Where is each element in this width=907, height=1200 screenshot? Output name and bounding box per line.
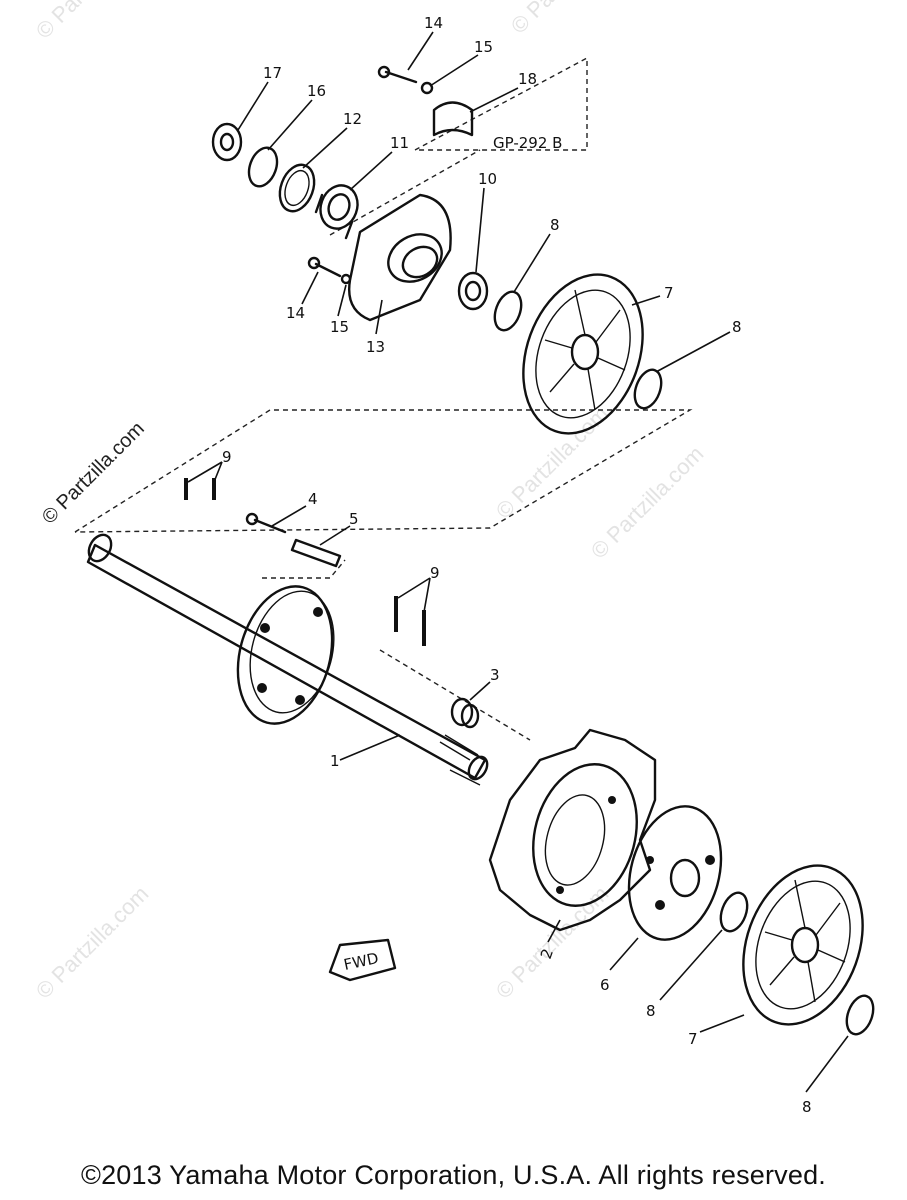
spacer-8-top-right <box>633 368 663 410</box>
circlip-12 <box>278 163 316 213</box>
fwd-label: FWD <box>342 949 380 974</box>
sprocket-flange <box>236 585 335 725</box>
watermark: © Partzilla.com <box>31 0 154 44</box>
clamp-18 <box>432 101 474 137</box>
oil-seal-10 <box>457 271 489 311</box>
callout-14: 14 <box>424 14 443 32</box>
sprocket-2 <box>488 728 657 932</box>
bracket-5 <box>290 538 342 568</box>
pin-9-left <box>184 478 216 500</box>
callout-17: 17 <box>263 64 282 82</box>
watermark: © Partzilla.com <box>31 881 154 1004</box>
spacer-8-mid <box>719 891 749 933</box>
washer-15-lower <box>340 273 352 285</box>
callout-8: 8 <box>550 216 560 234</box>
callout-8: 8 <box>732 318 742 336</box>
callout-15: 15 <box>474 38 493 56</box>
leader-lines <box>187 31 849 1093</box>
pin-9-right <box>394 596 426 646</box>
spacer-8-top <box>493 290 523 332</box>
bolt-14-top <box>377 65 418 84</box>
bearing-11 <box>314 184 359 240</box>
watermark: © Partzilla.com <box>38 418 149 529</box>
bearing-housing-13 <box>348 193 452 322</box>
callout-labels: 14 15 18 17 16 12 11 10 8 7 8 14 15 13 9… <box>222 14 812 1116</box>
watermark: © Partzilla.com <box>506 0 629 39</box>
callout-12: 12 <box>343 110 362 128</box>
assembly-guide-lines <box>74 56 693 741</box>
bolt-14-lower <box>307 256 342 278</box>
seal-17 <box>211 122 243 162</box>
shaft-1 <box>86 533 489 786</box>
callout-16: 16 <box>307 82 326 100</box>
callout-3: 3 <box>490 666 500 684</box>
bolt-4 <box>245 512 287 534</box>
callout-18: 18 <box>518 70 537 88</box>
watermark: © Partzilla.com <box>586 441 709 564</box>
washer-15-top <box>420 81 434 95</box>
callout-9: 9 <box>430 564 440 582</box>
callout-7: 7 <box>688 1030 698 1048</box>
callout-8: 8 <box>646 1002 656 1020</box>
callout-10: 10 <box>478 170 497 188</box>
spacer-8-bottom <box>845 994 875 1036</box>
fwd-direction-arrow: FWD <box>328 938 397 982</box>
callout-1: 1 <box>330 752 340 770</box>
callout-13: 13 <box>366 338 385 356</box>
sprocket-plate-6 <box>627 805 723 941</box>
wheel-7-top <box>522 273 644 435</box>
callout-6: 6 <box>600 976 610 994</box>
watermark: © Partzilla.com <box>491 401 614 524</box>
copyright-notice: ©2013 Yamaha Motor Corporation, U.S.A. A… <box>80 1160 827 1190</box>
wheel-7-bottom <box>742 864 864 1026</box>
callout-15: 15 <box>330 318 349 336</box>
callout-14: 14 <box>286 304 305 322</box>
collar-3 <box>450 697 480 729</box>
watermark: © Partzilla.com <box>491 881 614 1004</box>
callout-11: 11 <box>390 134 409 152</box>
callout-9: 9 <box>222 448 232 466</box>
washer-16 <box>247 146 279 188</box>
callout-5: 5 <box>349 510 359 528</box>
callout-7: 7 <box>664 284 674 302</box>
watermark-layer: © Partzilla.com © Partzilla.com © Partzi… <box>31 0 709 1004</box>
callout-4: 4 <box>308 490 318 508</box>
ref-box-label: GP-292 B <box>493 134 562 152</box>
callout-8: 8 <box>802 1098 812 1116</box>
